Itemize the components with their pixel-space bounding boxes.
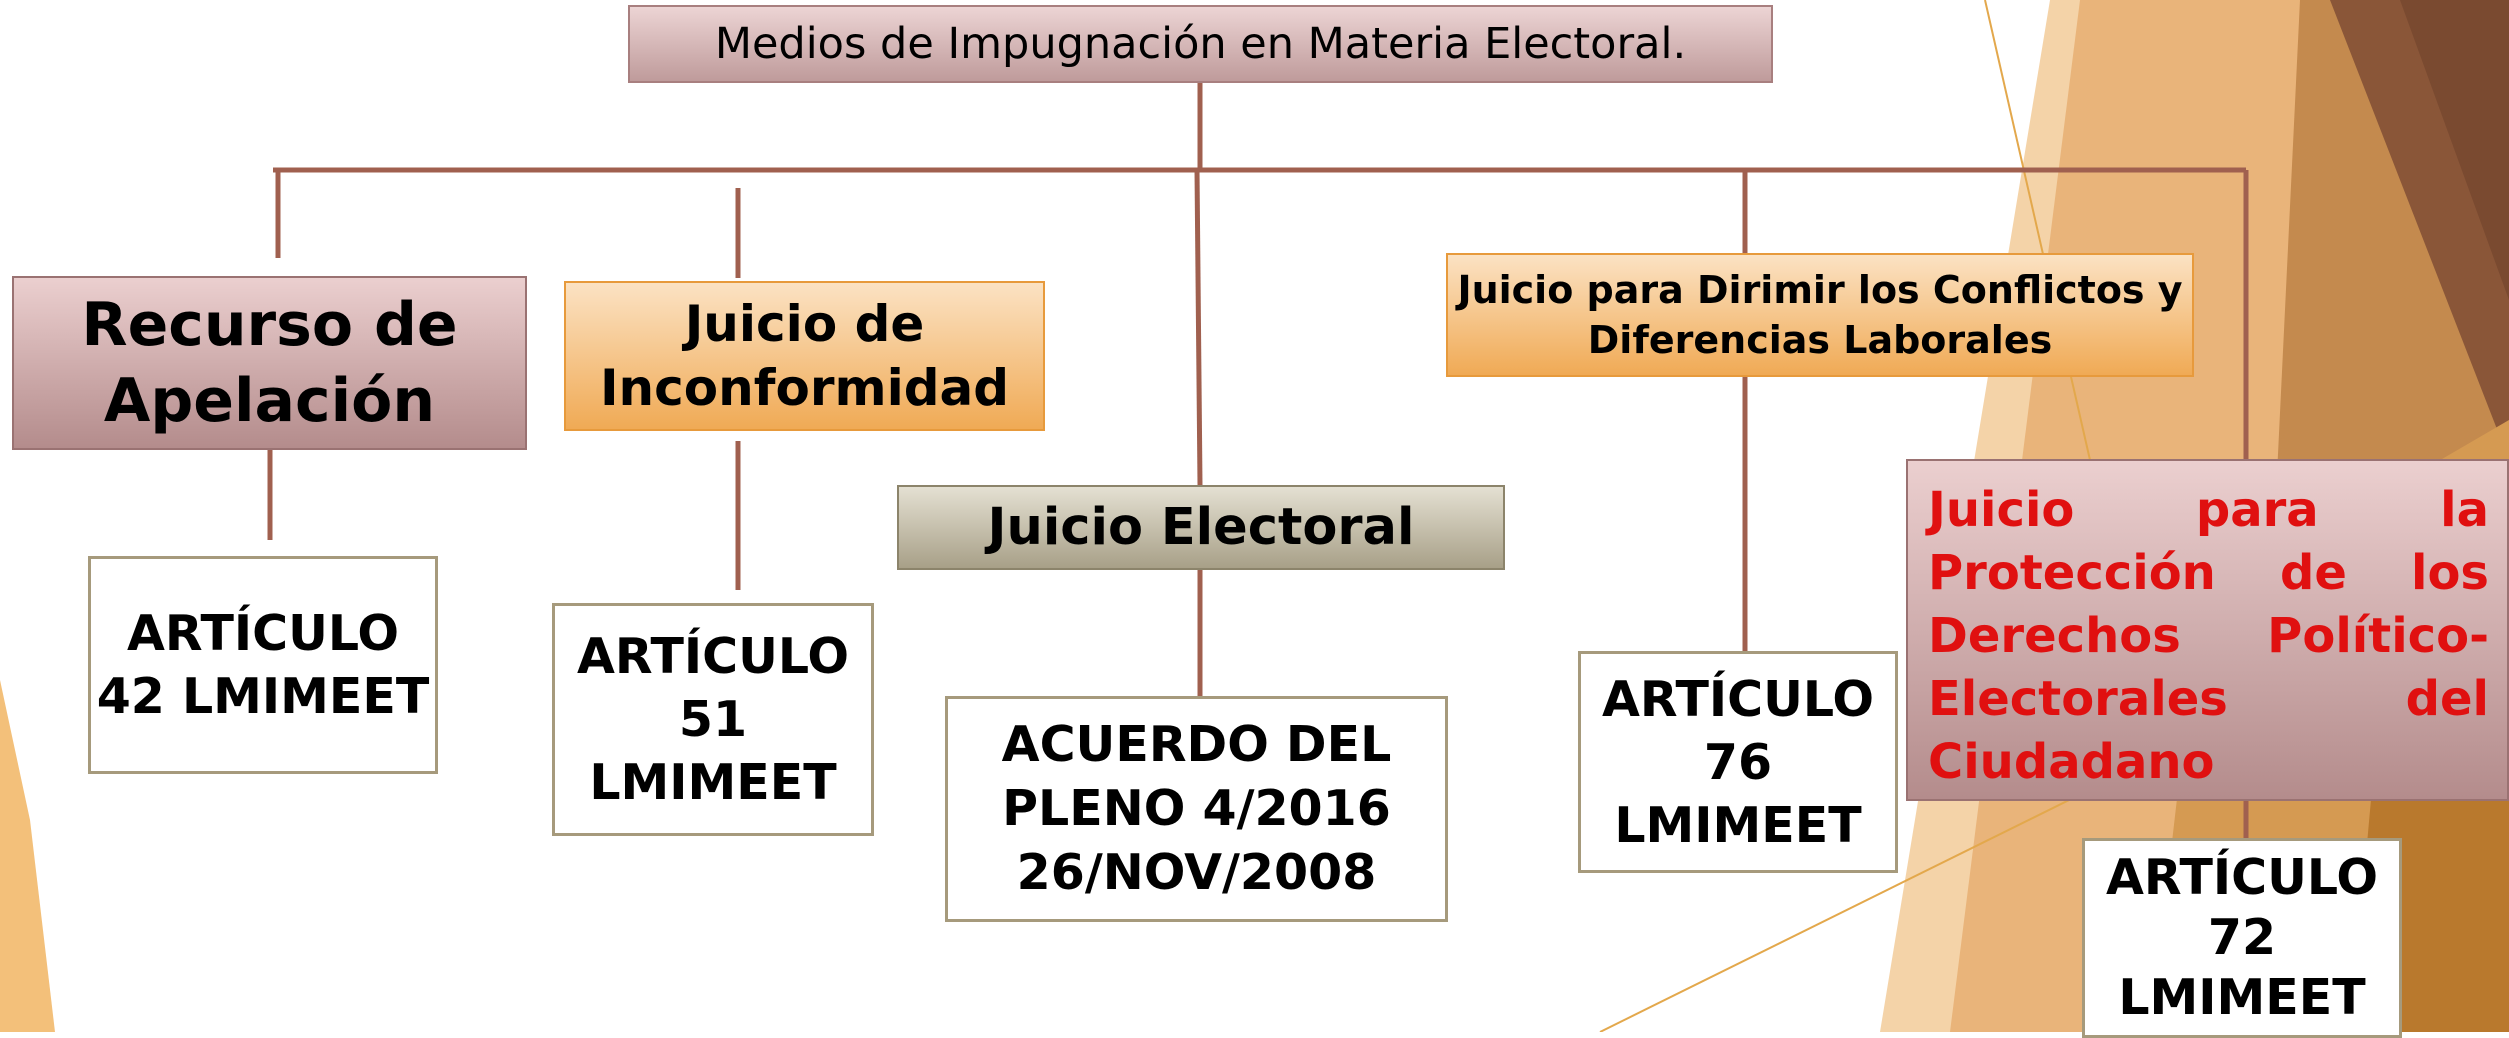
diagram-title: Medios de Impugnación en Materia Elector… (628, 5, 1773, 83)
node-recurso-apelacion: Recurso de Apelación (12, 276, 527, 450)
article-76-box: ARTÍCULO 76 LMIMEET (1578, 651, 1898, 873)
article-42-box: ARTÍCULO 42 LMIMEET (88, 556, 438, 774)
node-juicio-laborales: Juicio para Dirimir los Conflictos y Dif… (1446, 253, 2194, 377)
article-51-box: ARTÍCULO 51 LMIMEET (552, 603, 874, 836)
node-juicio-electoral: Juicio Electoral (897, 485, 1505, 570)
node-juicio-proteccion-label: Juicio para la Protección de los Derecho… (1928, 482, 2489, 790)
article-72-box: ARTÍCULO 72 LMIMEET (2082, 838, 2402, 1038)
acuerdo-pleno-box: ACUERDO DEL PLENO 4/2016 26/NOV/2008 (945, 696, 1448, 922)
node-juicio-proteccion: Juicio para la Protección de los Derecho… (1906, 459, 2509, 801)
node-juicio-inconformidad: Juicio de Inconformidad (564, 281, 1045, 431)
